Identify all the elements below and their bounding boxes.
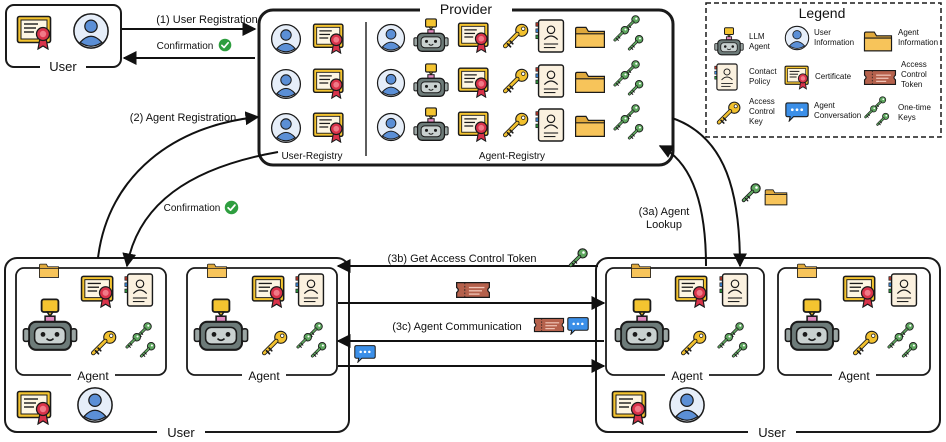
- agent-1-label: Agent: [77, 369, 109, 383]
- agent-lookup-line1: (3a) Agent: [639, 206, 690, 218]
- access-control-token-icon: [455, 281, 491, 299]
- agent-information-icon: [764, 189, 788, 206]
- user-information-icon: [784, 25, 810, 51]
- agent-4-label: Agent: [838, 369, 870, 383]
- legend-otk-line2: Keys: [898, 113, 916, 122]
- agent-registration-label: (2) Agent Registration: [130, 112, 236, 124]
- legend-policy-line2: Policy: [749, 77, 770, 86]
- user-information-icon: [73, 13, 109, 49]
- one-time-key-icon: [741, 182, 762, 203]
- agent-registry-label: Agent-Registry: [479, 151, 545, 162]
- legend-token-line1: Access: [901, 60, 927, 69]
- agent-lookup-line2: Lookup: [646, 219, 682, 231]
- contact-policy-icon: [714, 63, 738, 91]
- contact-policy-icon: [124, 273, 154, 307]
- contact-policy-icon: [535, 64, 565, 98]
- user-information-icon: [270, 23, 302, 55]
- agent-communication-label: (3c) Agent Communication: [392, 321, 522, 333]
- legend-llm-agent-line2: Agent: [749, 42, 771, 51]
- confirmation-arrow-2: [122, 151, 279, 268]
- legend-certificate: Certificate: [815, 72, 852, 81]
- legend-key-line1: Access: [749, 97, 775, 106]
- confirmation-label-1: Confirmation: [157, 41, 214, 52]
- legend-agent-info-line1: Agent: [898, 28, 920, 37]
- agent-conversation-icon: [354, 345, 376, 363]
- legend-token-line2: Control: [901, 70, 927, 79]
- legend-title: Legend: [799, 5, 846, 21]
- check-icon: [224, 200, 239, 215]
- access-control-token-icon: [863, 69, 897, 86]
- agent-registration-arrow: [97, 111, 260, 259]
- check-icon: [218, 38, 232, 52]
- legend-user-info-line2: Information: [814, 38, 854, 47]
- agent-lookup-return-arrow: [671, 117, 747, 268]
- user-registration-label: (1) User Registration: [156, 14, 257, 26]
- legend-token-line3: Token: [901, 80, 922, 89]
- one-time-key-icon: [568, 247, 589, 268]
- user-information-icon: [376, 23, 406, 53]
- user-information-icon: [376, 68, 406, 98]
- legend-box: [705, 2, 942, 138]
- access-control-token-icon: [533, 317, 565, 333]
- provider-label: Provider: [440, 1, 492, 17]
- agent-3-label: Agent: [671, 369, 703, 383]
- user-registry-label: User-Registry: [281, 151, 342, 162]
- user-bottom-left-label: User: [167, 425, 195, 440]
- get-access-token-label: (3b) Get Access Control Token: [388, 253, 537, 265]
- contact-policy-icon: [295, 273, 325, 307]
- legend-agent-info-line2: Information: [898, 38, 938, 47]
- contact-policy-icon: [888, 273, 918, 307]
- user-top-label: User: [49, 59, 77, 74]
- legend-user-info-line1: User: [814, 28, 831, 37]
- user-bottom-right-label: User: [758, 425, 786, 440]
- legend-key-line3: Key: [749, 117, 763, 126]
- legend-otk-line1: One-time: [898, 103, 931, 112]
- confirmation-label-2: Confirmation: [164, 203, 221, 214]
- contact-policy-icon: [719, 273, 749, 307]
- legend-key-line2: Control: [749, 107, 775, 116]
- legend-chat-line2: Conversation: [814, 111, 861, 120]
- agent-2-label: Agent: [248, 369, 280, 383]
- contact-policy-icon: [535, 108, 565, 142]
- user-information-icon: [270, 68, 302, 100]
- user-information-icon: [77, 387, 113, 423]
- legend-chat-line1: Agent: [814, 101, 836, 110]
- user-information-icon: [669, 387, 705, 423]
- legend-llm-agent-line1: LLM: [749, 32, 765, 41]
- agent-lookup-arrow: [658, 145, 707, 267]
- agent-conversation-icon: [567, 317, 589, 335]
- user-information-icon: [376, 112, 406, 142]
- user-information-icon: [270, 112, 302, 144]
- legend-policy-line1: Contact: [749, 67, 777, 76]
- contact-policy-icon: [535, 19, 565, 53]
